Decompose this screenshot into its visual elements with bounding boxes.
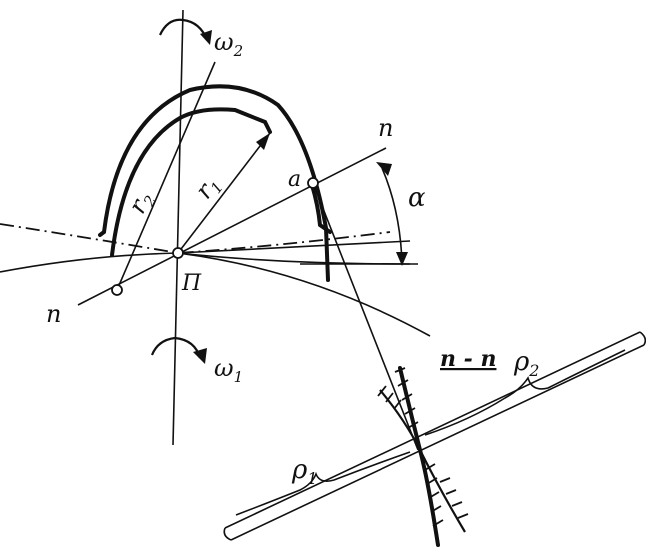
section-label: n - n (440, 346, 496, 372)
point-n-lower (111, 284, 123, 296)
radius-r2-line (116, 61, 216, 291)
r2-label: r2 (123, 186, 160, 219)
rho2-label: ρ2 (513, 347, 539, 380)
line-of-action-ext (177, 240, 411, 254)
alpha-label: α (408, 183, 426, 213)
tooth-outer-profile (98, 84, 330, 282)
pole-point (172, 247, 184, 259)
radius-r1-line (177, 132, 271, 254)
radius-r1-arrowhead (256, 133, 270, 150)
n-upper-label: n (378, 114, 393, 142)
rho1-label: ρ1 (291, 455, 317, 488)
omega2-rotation-arrow (159, 18, 212, 45)
tooth-inner-profile (110, 107, 272, 257)
tooth-flank (310, 183, 332, 234)
pole-label: П (181, 271, 202, 296)
center-axis (172, 9, 184, 446)
rho2-brace (424, 349, 626, 436)
normal-to-contact (312, 182, 419, 451)
point-a-label: a (288, 167, 301, 192)
omega1-rotation-arrow (150, 336, 207, 364)
pitch-circle-dashdot (0, 223, 391, 254)
contact-surfaces (377, 366, 469, 547)
omega1-label: ω1 (214, 354, 243, 386)
n-lower-label: n (46, 300, 61, 328)
pitch-curve-lower (0, 252, 431, 337)
rho1-brace (235, 451, 411, 516)
point-a (307, 177, 319, 189)
omega2-label: ω2 (214, 28, 243, 60)
alpha-angle-arc (381, 167, 403, 263)
tangent-plane (223, 331, 646, 541)
line-of-action (77, 147, 387, 306)
r1-label: r1 (190, 170, 227, 206)
